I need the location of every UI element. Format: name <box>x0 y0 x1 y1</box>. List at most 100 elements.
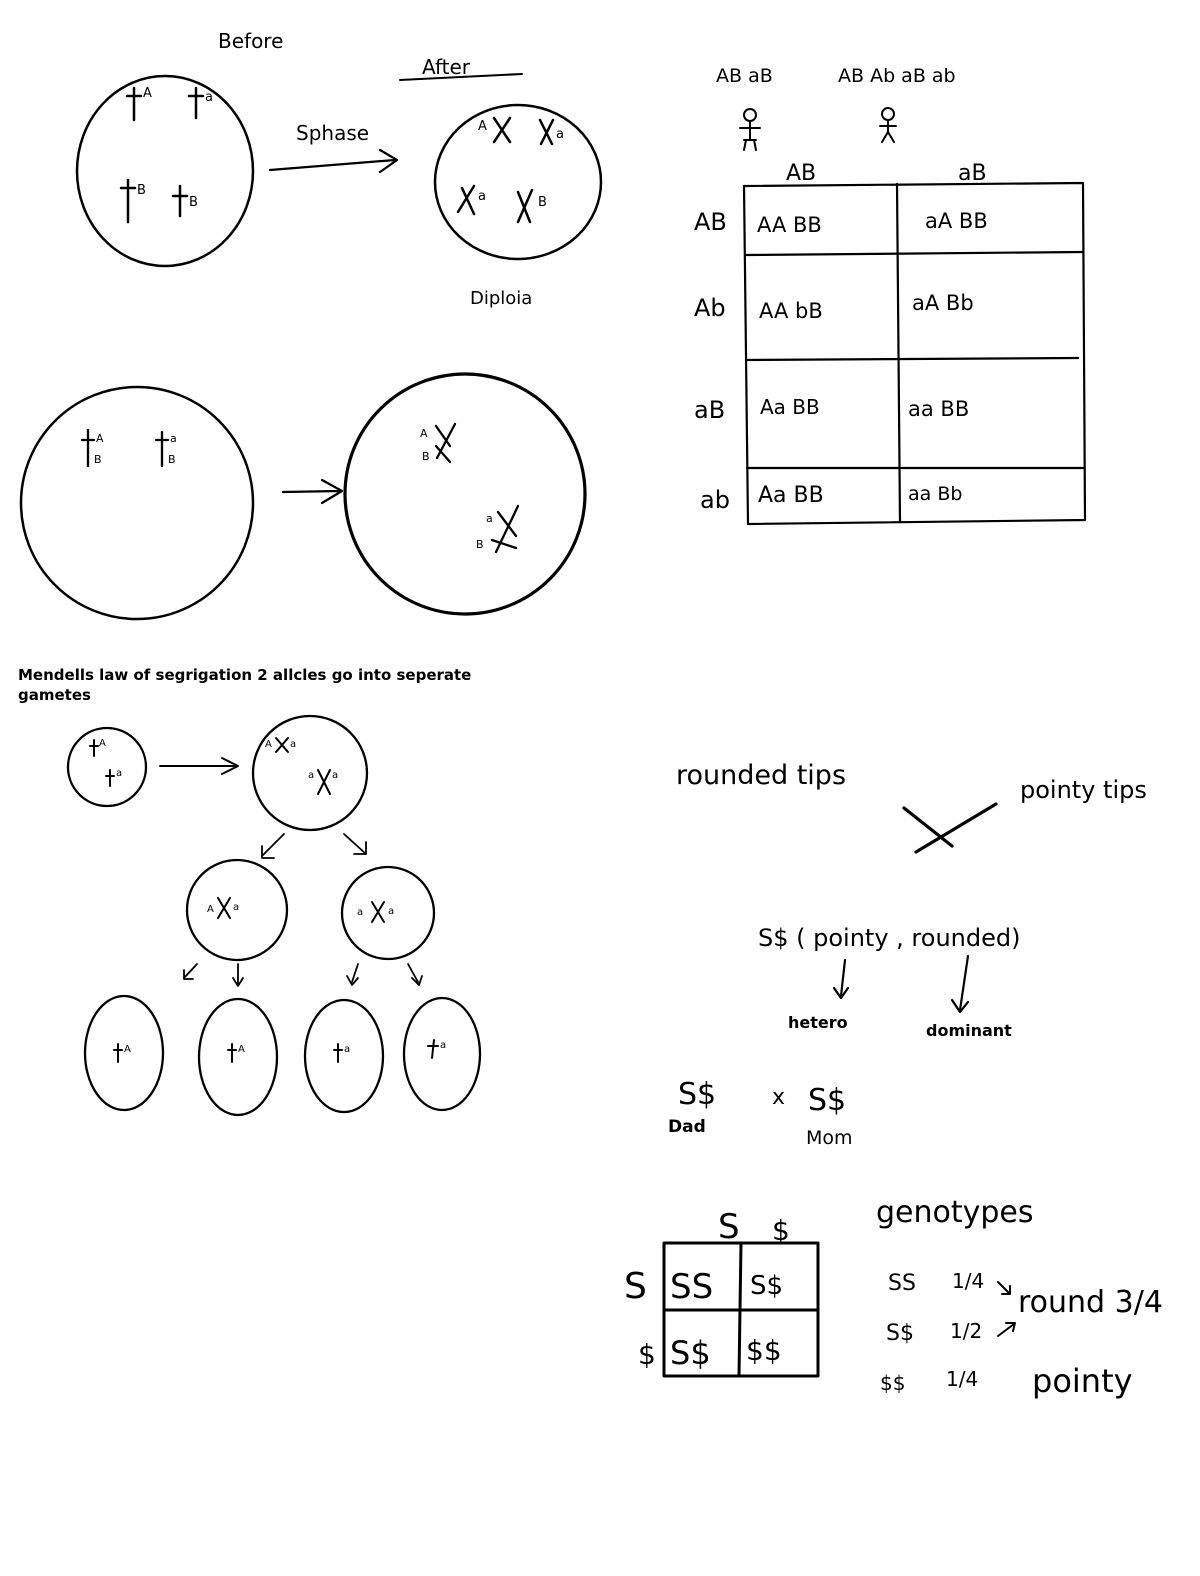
gamete-cell <box>197 997 279 1117</box>
allele-label: B <box>168 453 176 466</box>
col-header: AB <box>786 161 816 186</box>
arrow-icon <box>407 963 423 986</box>
linked-genes-diagram: A B a B A B a B <box>19 372 587 621</box>
punnett-cell: aA BB <box>925 209 988 233</box>
punnett-cell: aa Bb <box>908 483 962 505</box>
cell-left <box>19 385 255 621</box>
allele-label: B <box>422 450 430 463</box>
allele-label: A <box>265 739 272 750</box>
allele-label: a <box>440 1040 446 1051</box>
allele-label: B <box>137 183 146 198</box>
female-figure-icon <box>739 108 761 151</box>
gamete-cell <box>303 998 385 1114</box>
punnett-cell: AA BB <box>757 213 822 237</box>
allele-label: a <box>290 739 296 750</box>
arrow-icon <box>832 958 850 1000</box>
arrow-icon <box>997 1281 1011 1295</box>
allele-label: a <box>486 512 493 525</box>
cell-after <box>433 103 603 261</box>
allele-label: a <box>116 768 122 779</box>
after-label: After <box>422 55 471 79</box>
dad-genotype: S$ <box>678 1077 716 1112</box>
allele-label: a <box>308 770 314 781</box>
gamete-cell <box>402 996 482 1112</box>
gamete-cell <box>83 994 165 1112</box>
allele-label: A <box>124 1044 131 1055</box>
cross-sign: x <box>772 1085 785 1110</box>
punnett-cell: $$ <box>746 1334 782 1367</box>
daughter-cell <box>340 865 436 961</box>
mom-genotype: S$ <box>808 1083 846 1118</box>
round-label: round 3/4 <box>1018 1285 1163 1320</box>
allele-label: a <box>478 189 486 204</box>
law-text-cont: gametes <box>18 686 91 704</box>
punnett-cell: Aa BB <box>760 395 820 419</box>
allele-label: a <box>233 902 239 913</box>
arrow-icon <box>232 963 244 987</box>
allele-label: A <box>478 119 487 134</box>
fraction-label: 1/4 <box>952 1269 984 1293</box>
punnett-cell: aA Bb <box>912 291 974 315</box>
tips-cross: rounded tips pointy tips S$ ( pointy , r… <box>668 760 1147 1149</box>
monohybrid-punnett: S $ S $ SS S$ S$ $$ <box>624 1207 820 1378</box>
pointy-tips-label: pointy tips <box>1020 776 1147 804</box>
rounded-tips-label: rounded tips <box>676 760 846 791</box>
genotype-summary: genotypes SS 1/4 S$ 1/2 $$ 1/4 round 3/4… <box>876 1195 1163 1400</box>
genotype-label: S$ <box>886 1321 914 1346</box>
allele-label: a <box>344 1044 350 1055</box>
allele-label: a <box>332 770 338 781</box>
male-figure-icon <box>879 107 897 143</box>
row-header: aB <box>694 396 725 424</box>
allele-label: B <box>189 195 198 210</box>
allele-label: a <box>205 90 213 105</box>
pointy-label: pointy <box>1032 1362 1133 1400</box>
row-header: AB <box>694 208 727 236</box>
arrow-icon <box>183 963 198 980</box>
law-text: Mendells law of segrigation 2 allcles go… <box>18 666 471 684</box>
arrow-icon <box>268 148 399 174</box>
punnett-cell: AA bB <box>759 299 823 323</box>
punnett-cell: SS <box>670 1267 713 1307</box>
row-header: $ <box>638 1338 656 1371</box>
dad-label: Dad <box>668 1117 706 1137</box>
dominant-label: dominant <box>926 1021 1012 1040</box>
col-header: aB <box>958 161 987 186</box>
punnett-grid <box>742 181 1087 526</box>
arrow-icon <box>346 963 359 986</box>
daughter-cell <box>185 858 289 962</box>
punnett-cell: aa BB <box>908 397 969 421</box>
chromosome-pair-after: A a a B <box>456 116 564 224</box>
sphase-label: Sphase <box>296 121 369 145</box>
replicated-cell <box>251 714 369 832</box>
allele-label: A <box>143 86 152 101</box>
diploid-label: Diploia <box>470 288 532 309</box>
punnett-cell: Aa BB <box>758 483 824 508</box>
mom-label: Mom <box>806 1127 853 1149</box>
allele-label: A <box>99 738 106 749</box>
dihybrid-punnett: AB aB AB Ab aB ab AB aB AB Ab aB ab AA B… <box>694 65 1087 526</box>
fraction-label: 1/2 <box>950 1319 982 1343</box>
fraction-label: 1/4 <box>946 1367 978 1391</box>
allele-label: a <box>388 906 394 917</box>
row-header: S <box>624 1266 647 1307</box>
arrow-icon <box>997 1322 1016 1337</box>
allele-label: a <box>357 907 363 918</box>
chromosome-pair-before: A a B B <box>119 86 213 224</box>
arrow-icon <box>261 833 285 859</box>
parent-cell <box>66 726 148 808</box>
parent-1-gametes: AB aB <box>716 65 773 87</box>
cell-right <box>343 372 587 616</box>
genotype-label: $$ <box>880 1371 905 1395</box>
after-underline <box>399 73 523 81</box>
cell-before <box>75 74 255 268</box>
parent-2-gametes: AB Ab aB ab <box>838 65 956 87</box>
genotype-label: SS <box>888 1271 916 1296</box>
allele-label: B <box>94 453 102 466</box>
allele-label: A <box>420 427 428 440</box>
allele-label: B <box>538 195 547 210</box>
arrow-icon <box>281 478 344 505</box>
allele-label: A <box>207 904 214 915</box>
symbols-label: S$ ( pointy , rounded) <box>758 924 1020 952</box>
arrow-icon <box>343 833 367 855</box>
